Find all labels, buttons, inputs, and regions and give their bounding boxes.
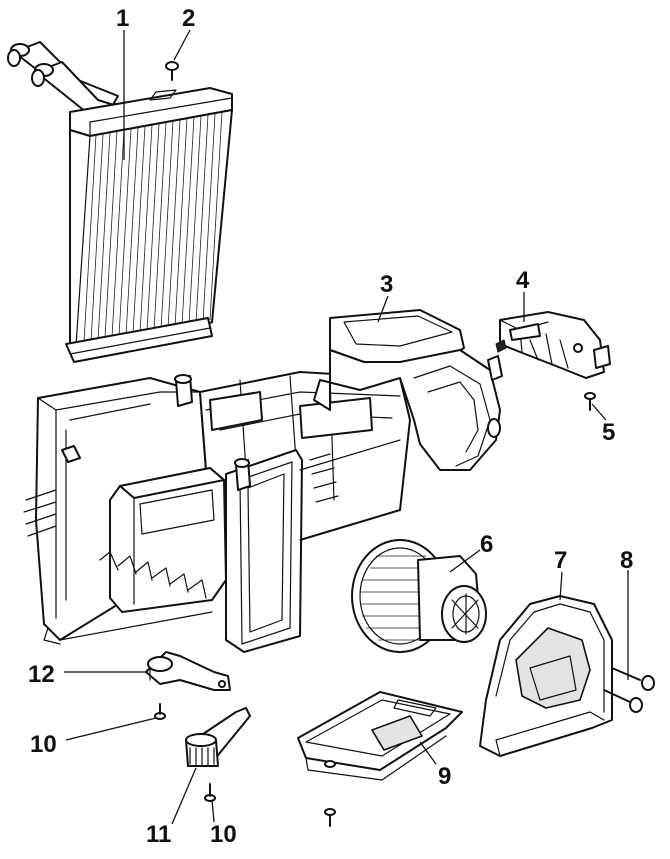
callout-10-lower: 10 [210, 821, 237, 848]
blower-fan-motor [351, 539, 487, 653]
lever-screws [154, 703, 216, 802]
blower-housing [313, 309, 503, 471]
callout-6: 6 [480, 531, 493, 558]
callout-10-upper: 10 [30, 731, 57, 758]
flap-lever [185, 707, 251, 767]
actuator-lever [145, 651, 231, 691]
fan-blades [360, 555, 440, 641]
leader-lines [64, 29, 629, 825]
callout-11: 11 [146, 821, 171, 848]
callout-3: 3 [380, 271, 393, 298]
callout-5: 5 [602, 419, 615, 446]
callout-2: 2 [182, 5, 195, 32]
callout-12: 12 [28, 661, 55, 688]
callout-1: 1 [116, 5, 129, 32]
lower-tray [297, 691, 463, 781]
blower-cover [479, 595, 613, 757]
callout-labels: 1 2 3 4 5 6 7 8 9 10 10 11 12 [28, 5, 633, 848]
resistor-screw [584, 392, 596, 411]
callout-7: 7 [554, 547, 567, 574]
callout-8: 8 [620, 547, 633, 574]
core-fins [83, 111, 223, 343]
heater-housing [23, 371, 411, 653]
cover-screws [603, 667, 655, 713]
callout-9: 9 [438, 763, 451, 790]
callout-4: 4 [516, 267, 530, 294]
heater-core [7, 41, 233, 363]
blower-resistor [495, 311, 611, 379]
tray-screw [324, 808, 336, 827]
heater-core-screw [165, 61, 179, 81]
